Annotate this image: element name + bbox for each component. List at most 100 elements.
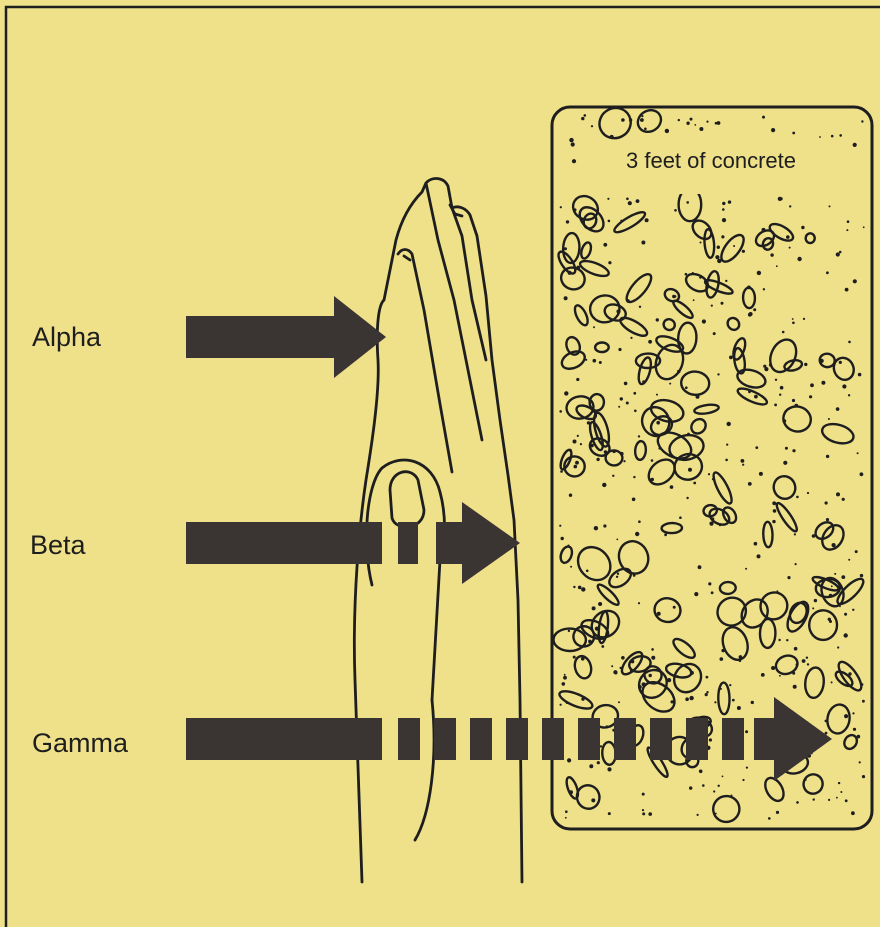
concrete-grain: [792, 399, 795, 402]
concrete-grain: [641, 115, 643, 117]
concrete-grain: [745, 568, 747, 570]
concrete-grain: [608, 220, 611, 223]
concrete-grain: [819, 136, 821, 138]
concrete-grain: [611, 665, 613, 667]
concrete-pebble: [694, 403, 720, 415]
concrete-grain: [829, 594, 833, 598]
concrete-grain: [742, 779, 744, 781]
concrete-grain: [804, 779, 806, 781]
concrete-pebble: [559, 348, 587, 372]
concrete-grain: [772, 520, 775, 523]
concrete-grain: [812, 607, 814, 609]
concrete-pebble: [564, 776, 580, 800]
concrete-grain: [618, 406, 620, 408]
concrete-grain: [713, 332, 716, 335]
concrete-grain: [749, 312, 753, 316]
concrete-pebble: [595, 342, 609, 352]
concrete-grain: [620, 397, 623, 400]
concrete-grain: [728, 200, 731, 203]
concrete-pebble: [736, 386, 769, 408]
concrete-grain: [570, 566, 572, 568]
concrete-grain: [692, 272, 694, 274]
concrete-grain: [731, 795, 733, 797]
concrete-grain: [725, 459, 728, 462]
concrete-grain: [859, 761, 861, 763]
concrete-grain: [573, 440, 577, 444]
concrete-grain: [763, 288, 765, 290]
concrete-grain: [608, 812, 611, 815]
concrete-grain: [629, 118, 632, 121]
concrete-pebble: [703, 229, 715, 258]
concrete-grain: [685, 386, 688, 389]
concrete-grain: [674, 209, 677, 212]
concrete-grain: [769, 363, 772, 366]
gamma-arrow-dash: [686, 718, 708, 760]
concrete-grain: [732, 699, 735, 702]
concrete-grain: [706, 676, 709, 679]
concrete-grain: [841, 575, 845, 579]
concrete-grain: [599, 361, 602, 364]
concrete-grain: [792, 132, 795, 135]
concrete-grain: [569, 449, 572, 452]
concrete-grain: [770, 253, 773, 256]
concrete-grain: [729, 356, 733, 360]
concrete-grain: [751, 701, 754, 704]
concrete-grain: [739, 655, 743, 659]
concrete-grain: [568, 630, 570, 632]
concrete-pebble: [812, 519, 836, 542]
concrete-grain: [699, 127, 703, 131]
concrete-grain: [779, 394, 781, 396]
concrete-grain: [829, 620, 832, 623]
concrete-grain: [796, 801, 799, 804]
concrete-grain: [651, 656, 655, 660]
concrete-pebble: [677, 322, 697, 354]
concrete-grain: [851, 811, 855, 815]
concrete-grain: [739, 659, 742, 662]
concrete-grain: [560, 704, 562, 706]
concrete-grain: [862, 775, 865, 778]
concrete-grain: [628, 201, 632, 205]
concrete-grain: [759, 472, 763, 476]
concrete-grain: [560, 470, 563, 473]
concrete-grain: [848, 672, 851, 675]
concrete-grain: [780, 386, 784, 390]
concrete-grain: [700, 242, 702, 244]
concrete-grain: [793, 685, 797, 689]
concrete-grain: [642, 793, 645, 796]
concrete-grain: [763, 365, 766, 368]
concrete-grain: [618, 701, 620, 703]
concrete-grain: [839, 605, 841, 607]
concrete-grain: [757, 554, 761, 558]
concrete-pebble: [804, 667, 825, 699]
concrete-grain: [794, 533, 796, 535]
concrete-grain: [826, 271, 829, 274]
concrete-grain: [651, 648, 654, 651]
concrete-grain: [797, 257, 801, 261]
concrete-grain: [779, 675, 781, 677]
concrete-grain: [737, 706, 741, 710]
concrete-grain: [607, 198, 609, 200]
concrete-grain: [775, 379, 777, 381]
concrete-grain: [762, 228, 766, 232]
concrete-grain: [581, 697, 584, 700]
concrete-pebble: [781, 403, 814, 434]
concrete-grain: [670, 485, 674, 489]
concrete-grain: [588, 640, 592, 644]
alpha-arrow: [186, 296, 386, 378]
concrete-grain: [792, 318, 794, 320]
concrete-pebble: [579, 241, 592, 259]
concrete-grain: [857, 735, 861, 739]
concrete-grain: [688, 468, 692, 472]
gamma-arrow-dash: [614, 718, 636, 760]
concrete-grain: [696, 395, 700, 399]
concrete-grain: [648, 812, 652, 816]
concrete-grain: [726, 444, 728, 446]
concrete-grain: [698, 565, 702, 569]
concrete-pebble: [671, 298, 695, 320]
concrete-grain: [860, 472, 864, 476]
concrete-grain: [564, 247, 567, 250]
concrete-pebble: [710, 470, 735, 505]
concrete-grain: [839, 251, 842, 254]
concrete-grain: [718, 785, 720, 787]
gamma-arrow-dash: [722, 718, 744, 760]
